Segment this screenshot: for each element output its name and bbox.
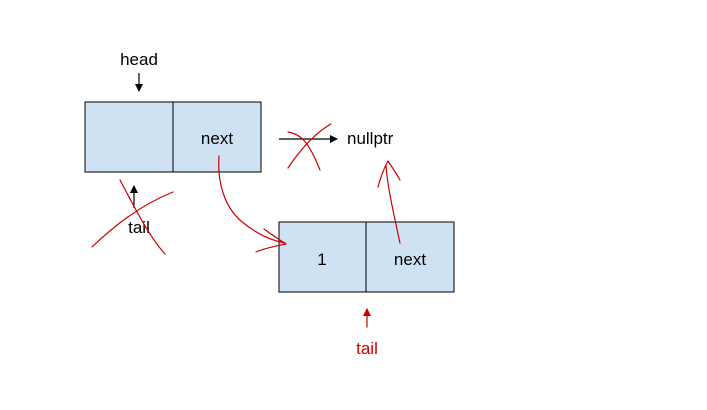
node-second-value: 1 bbox=[317, 250, 326, 269]
nullptr-cross-out bbox=[287, 123, 332, 171]
new-link-arrow bbox=[218, 155, 286, 244]
node-first-next-label: next bbox=[201, 129, 233, 148]
second-next-arrow bbox=[385, 165, 401, 244]
nullptr-label: nullptr bbox=[347, 129, 394, 148]
head-label: head bbox=[120, 50, 158, 69]
new-link-arrowhead bbox=[255, 228, 287, 253]
list-node-second: 1 next bbox=[278, 221, 455, 293]
old-tail-label: tail bbox=[128, 218, 150, 237]
old-tail-cross-out bbox=[91, 179, 174, 255]
second-next-arrowhead bbox=[377, 160, 401, 188]
list-node-first: next bbox=[84, 101, 262, 173]
new-tail-label: tail bbox=[356, 339, 378, 358]
node-second-next-label: next bbox=[394, 250, 426, 269]
